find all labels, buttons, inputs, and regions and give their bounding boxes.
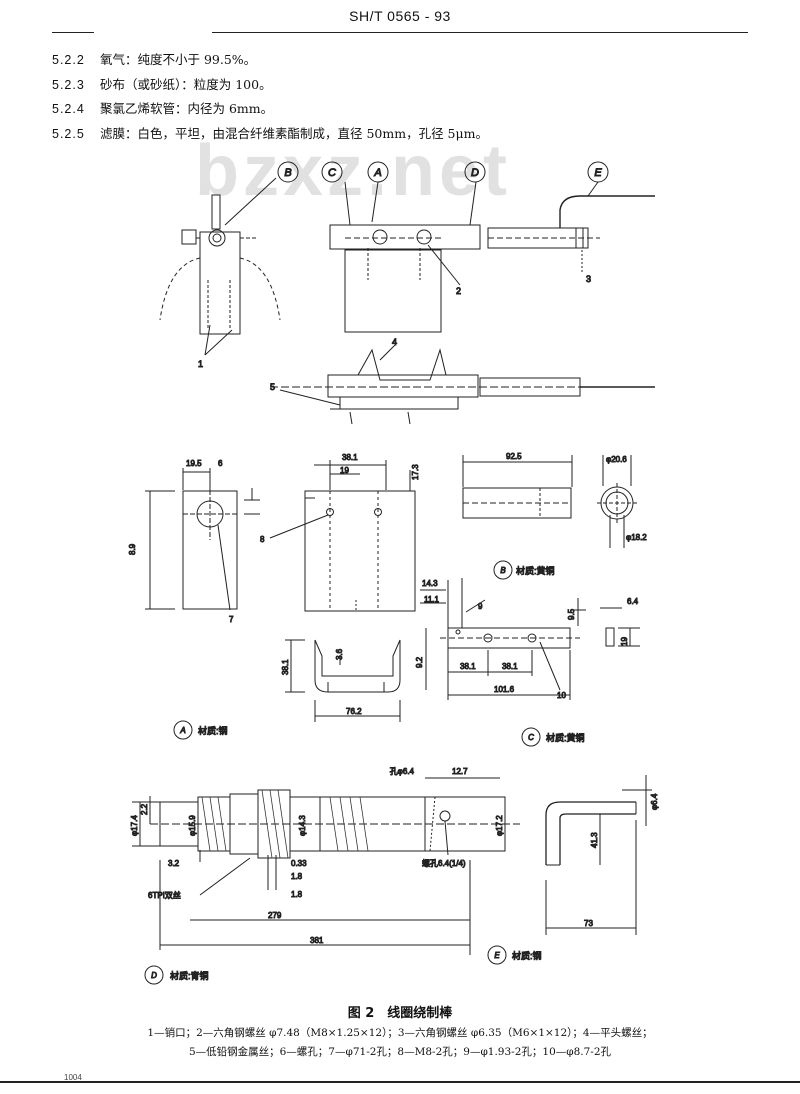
material-e: 材质:钢 [512,950,542,961]
figure-legend-line-2: 5—低铅钢金属丝；6—螺孔；7—φ71-2孔；8—M8-2孔；9—φ1.93-2… [188,1046,612,1058]
clause-text: 聚氯乙烯软管：内径为 6mm。 [100,101,274,116]
dim-phi-14-3: φ14.3 [298,815,307,836]
dim-phi-17-4: φ17.4 [130,815,139,836]
callout-c: C [328,167,336,179]
dim-38-1-a: 38.1 [281,659,290,675]
material-d: 材质:青铜 [170,970,209,981]
part-b-tube-views [462,455,637,580]
callout-a: A [373,167,381,179]
dim-41-3: 41.3 [590,832,599,848]
circled-d-small: D [151,971,157,980]
header-rule-left [52,32,94,33]
clause-5-2-3: 5.2.3 砂布（或砂纸）：粒度为 100。 [52,73,752,98]
part-a-view [173,639,401,740]
dim-phi-15-9: φ15.9 [188,815,197,836]
dim-1-8-b: 1.8 [291,890,303,899]
dim-phi-20-6: φ20.6 [606,455,627,464]
circled-e-small: E [494,951,500,960]
dim-9-2: 9.2 [415,656,424,668]
dim-1-8-a: 1.8 [291,872,303,881]
dim-279: 279 [268,911,282,920]
dim-38-1-right: 38.1 [502,662,518,671]
dim-11-1: 11.1 [424,595,440,604]
part-label-7: 7 [229,615,234,624]
clause-number: 5.2.4 [52,102,85,116]
callout-e: E [594,167,602,179]
dim-92-5: 92.5 [506,452,522,461]
part-label-8: 8 [260,535,265,544]
technical-drawing: B C A D E 1 2 3 4 5 6 7 8 9 10 19.5 8.9 … [128,161,660,985]
part-label-2: 2 [456,286,461,296]
dim-73: 73 [584,919,593,928]
watermark: bzxz.net [195,131,512,211]
dim-12-7: 12.7 [452,767,468,776]
part-label-3: 3 [586,274,591,284]
part-label-10: 10 [557,691,566,700]
standard-code: SH/T 0565 - 93 [349,8,451,24]
figure-caption: 图 2 线圈绕制棒 [347,1006,453,1021]
page-number: 1004 [64,1073,82,1082]
dim-381: 381 [310,936,324,945]
callout-d: D [471,167,479,179]
clause-text: 氧气：纯度不小于 99.5%。 [100,52,257,67]
dim-3-2: 3.2 [168,859,180,868]
clause-text: 砂布（或砂纸）：粒度为 100。 [100,76,272,92]
part-label-4: 4 [392,337,397,347]
dim-19-5: 19.5 [186,459,202,468]
thread-note: 6TPI双丝 [148,890,181,900]
clause-number: 5.2.3 [52,77,85,92]
dim-38-1-left: 38.1 [460,662,476,671]
clause-5-2-5: 5.2.5 滤膜：白色，平坦，由混合纤维素酯制成，直径 50mm，孔径 5μm。 [52,122,752,147]
clause-number: 5.2.5 [52,126,85,141]
part-label-1: 1 [198,359,203,369]
footer-rule [0,1081,800,1083]
circled-b-small: B [500,566,506,575]
dim-3-6: 3.6 [335,648,344,660]
screw-hole-note: 螺孔6.4(1/4) [422,858,466,868]
clause-text: 滤膜：白色，平坦，由混合纤维素酯制成，直径 50mm，孔径 5μm。 [100,125,488,141]
dim-2-2: 2.2 [140,803,149,815]
circled-c-small: C [528,733,534,742]
dim-phi-17-2: φ17.2 [495,815,504,836]
dim-17-3: 17.3 [411,464,420,480]
dim-14-3: 14.3 [422,579,438,588]
part-b-views [145,460,416,612]
dim-phi-18-2: φ18.2 [626,533,647,542]
dim-19: 19 [340,466,349,475]
part-label-9: 9 [478,602,483,611]
dim-hole-6-4: 孔φ6.4 [390,767,415,776]
circled-a-small: A [179,726,185,735]
clause-list: 5.2.2 氧气：纯度不小于 99.5%。 5.2.3 砂布（或砂纸）：粒度为 10… [52,48,752,146]
dim-38-1-top: 38.1 [342,453,358,462]
assembly-end-view [159,177,281,356]
callout-b: B [284,167,291,179]
callout-circles [277,161,609,183]
assembly-side-view [270,344,655,425]
material-b: 材质:黄铜 [516,565,555,576]
material-a: 材质:钢 [198,725,228,736]
assembly-front-view [329,181,655,333]
clause-5-2-4: 5.2.4 聚氯乙烯软管：内径为 6mm。 [52,97,752,122]
dim-101-6: 101.6 [494,685,515,694]
dim-8-9: 8.9 [128,543,137,555]
dim-phi-6-4-e: φ6.4 [650,793,659,810]
dim-76-2: 76.2 [346,707,362,716]
clause-5-2-2: 5.2.2 氧气：纯度不小于 99.5%。 [52,48,752,73]
part-e-view [487,775,652,965]
material-c: 材质:黄铜 [546,732,585,743]
figure-legend-line-1: 1—销口；2—六角钢螺丝 φ7.48（M8×1.25×12）；3—六角钢螺丝 φ… [147,1027,653,1039]
part-c-view [420,578,640,747]
clause-number: 5.2.2 [52,53,85,67]
part-label-6: 6 [218,459,223,468]
dim-9-5: 9.5 [567,608,576,620]
dim-0-33: 0.33 [291,859,307,868]
header-rule [212,32,748,33]
part-d-view [132,777,520,985]
dim-19-c: 19 [620,637,629,646]
dim-6-4: 6.4 [627,597,639,606]
part-label-5: 5 [270,382,275,392]
